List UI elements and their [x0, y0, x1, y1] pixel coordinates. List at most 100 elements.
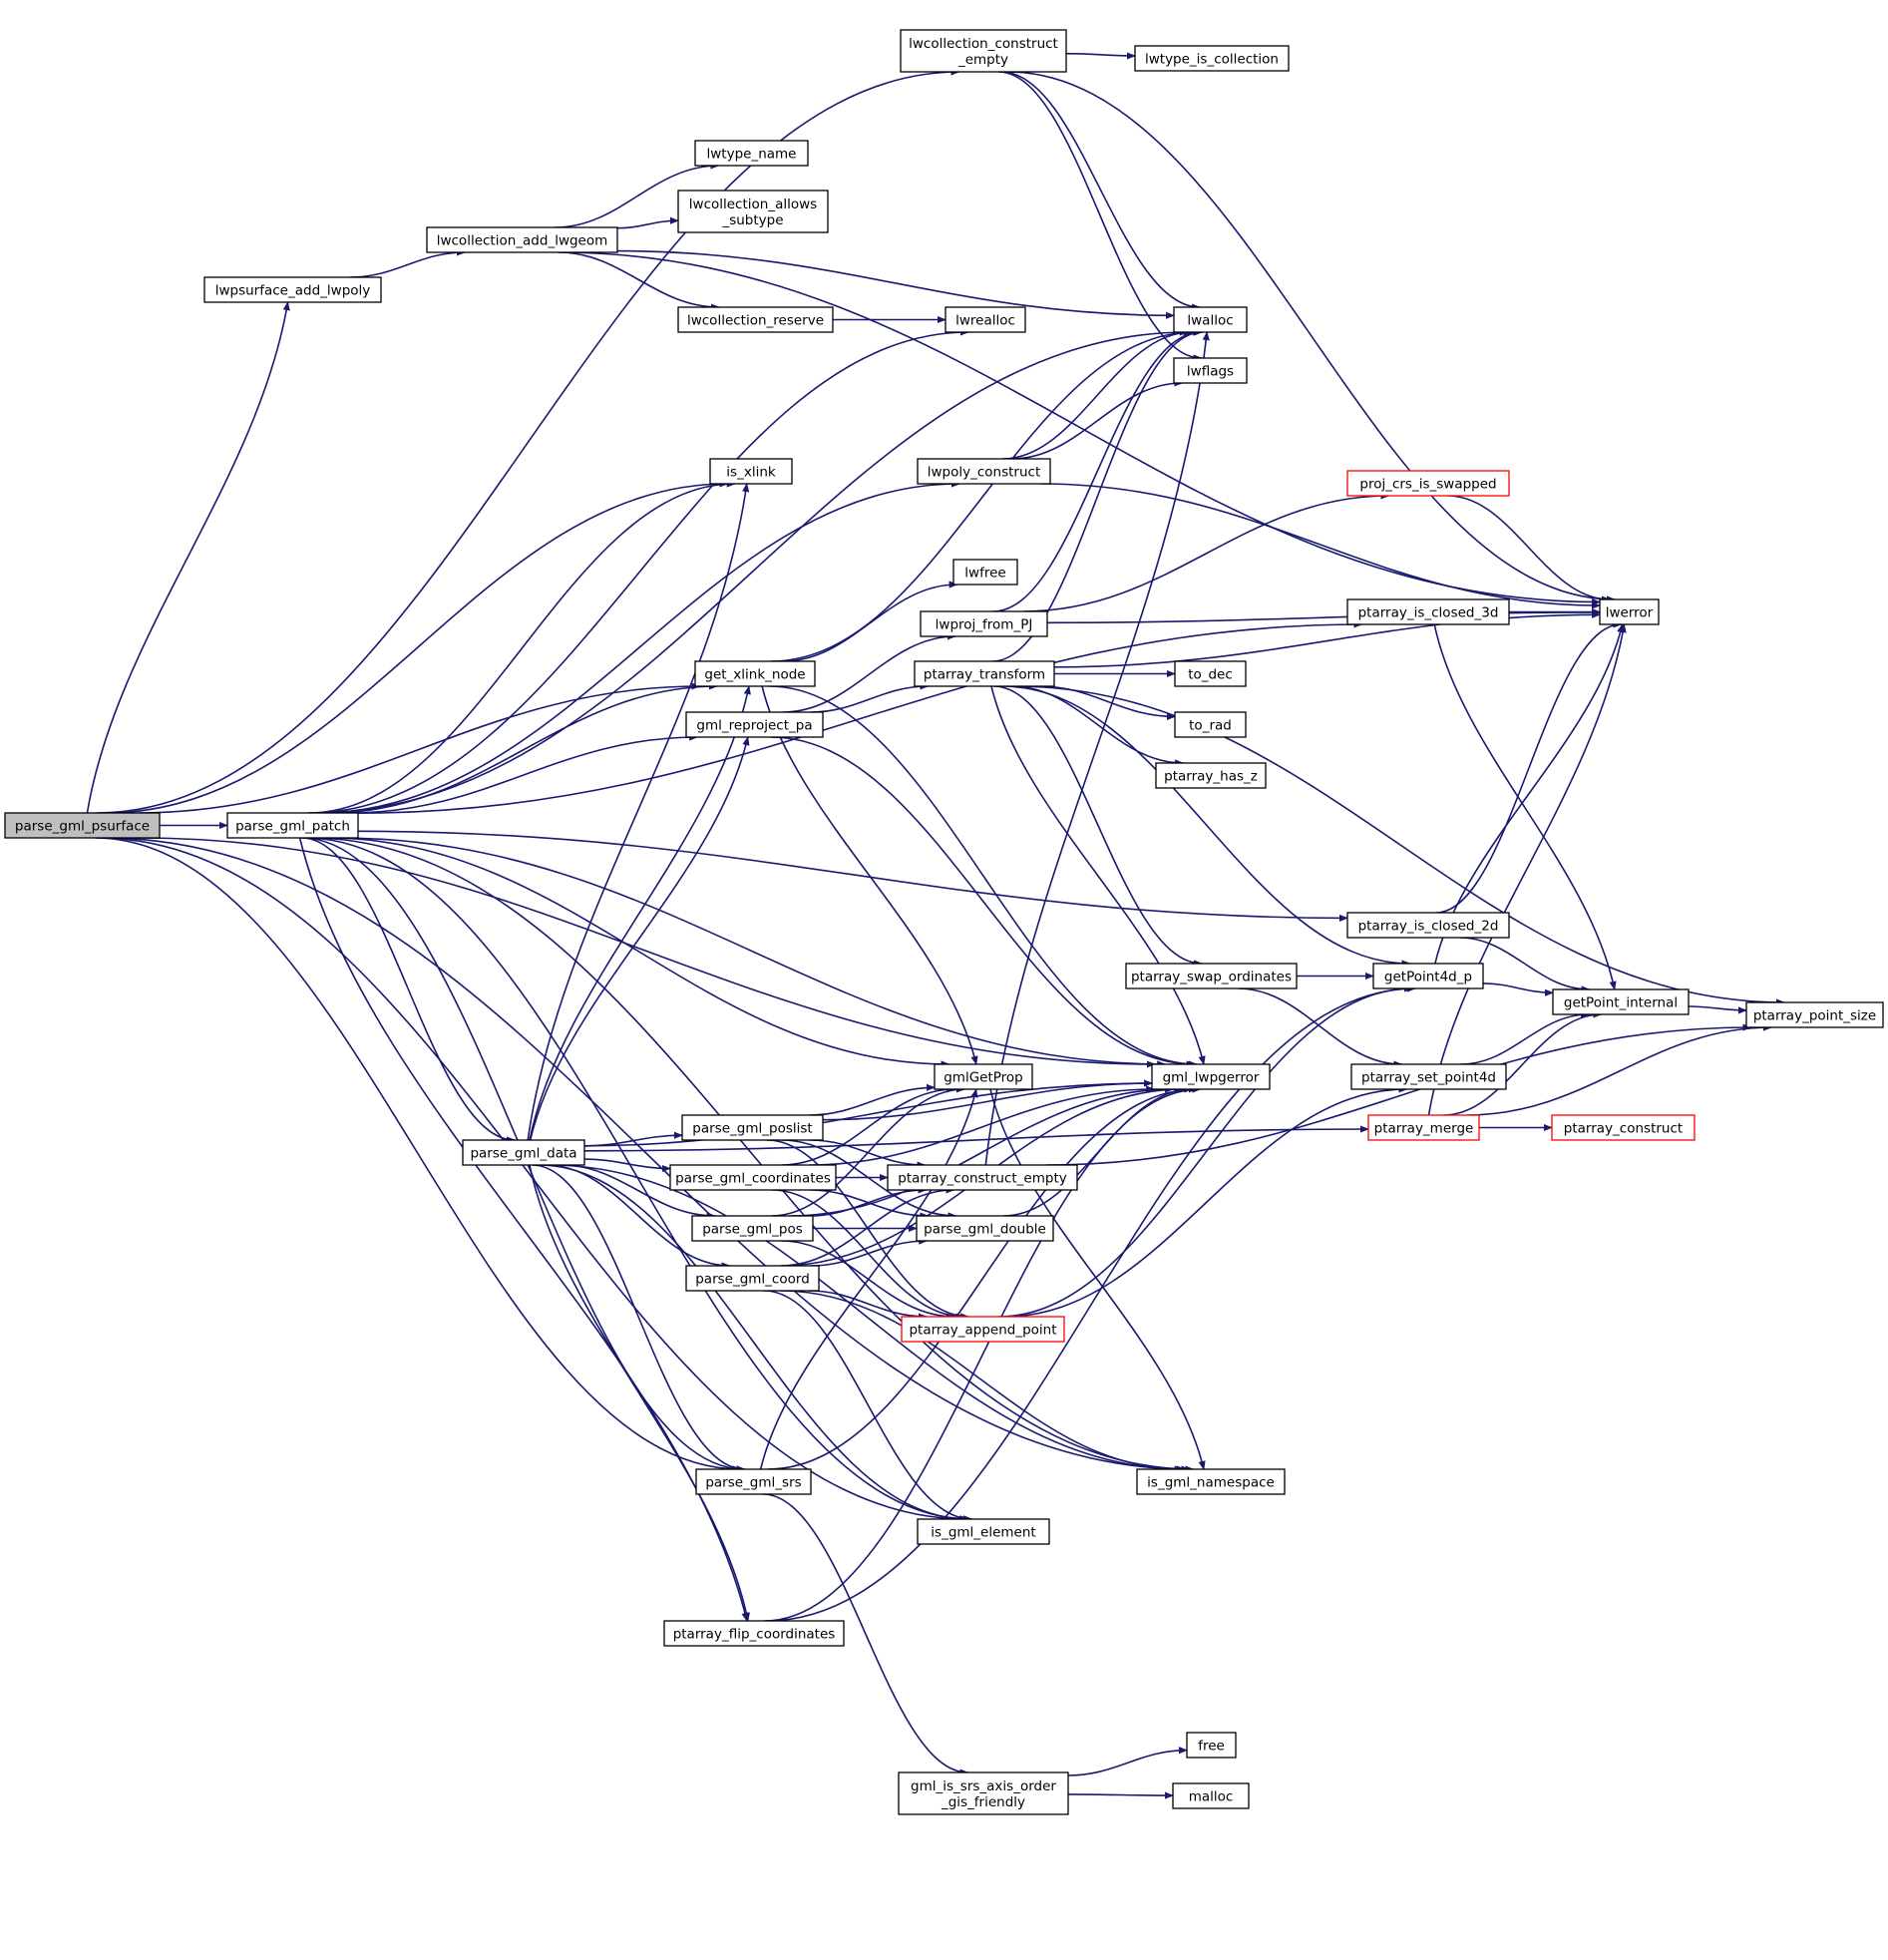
- edge-line: [790, 1085, 1175, 1217]
- node-parse-gml-double[interactable]: parse_gml_double: [916, 1215, 1054, 1242]
- edge-parse_gml_patch-to-lwalloc: [315, 328, 1189, 814]
- edge-parse_gml_patch-to-gml_reproject_pa: [349, 733, 699, 814]
- edge-ptarray_transform-to-getPoint4d_p: [1002, 685, 1411, 968]
- node-get-xlink-node[interactable]: get_xlink_node: [694, 660, 816, 687]
- node-lwtype-name[interactable]: lwtype_name: [694, 140, 809, 167]
- node-ptarray-transform[interactable]: ptarray_transform: [914, 660, 1055, 687]
- node-box: [1136, 1468, 1286, 1495]
- edge-ptarray_is_closed_3d-to-getPoint_internal: [1433, 623, 1617, 990]
- node-ptarray-is-closed-3d[interactable]: ptarray_is_closed_3d: [1346, 598, 1510, 625]
- node-box: [917, 458, 1051, 485]
- node-label: getPoint4d_p: [1384, 970, 1472, 985]
- node-ptarray-append-point[interactable]: ptarray_append_point: [901, 1316, 1065, 1343]
- edge-line: [1014, 685, 1785, 1006]
- edge-line: [781, 1240, 955, 1321]
- edge-line: [527, 483, 750, 1141]
- edge-line: [780, 1186, 955, 1267]
- node-lwflags[interactable]: lwflags: [1173, 357, 1248, 384]
- edge-parse_gml_patch-to-lwpoly_construct: [316, 480, 960, 814]
- edge-line: [990, 685, 1206, 1065]
- node-parse-gml-coordinates[interactable]: parse_gml_coordinates: [669, 1164, 837, 1191]
- node-label: lwpsurface_add_lwpoly: [215, 283, 371, 299]
- node-box: [952, 559, 1018, 586]
- edge-line: [529, 685, 751, 1141]
- edge-line: [1460, 1010, 1590, 1065]
- node-gml-is-srs-axis-order-gis-friendly[interactable]: gml_is_srs_axis_order_gis_friendly: [898, 1771, 1069, 1815]
- node-gmlGetProp[interactable]: gmlGetProp: [934, 1063, 1033, 1090]
- node-ptarray-swap-ordinates[interactable]: ptarray_swap_ordinates: [1125, 963, 1298, 989]
- node-label: lwflags: [1187, 364, 1234, 380]
- node-parse-gml-psurface[interactable]: parse_gml_psurface: [4, 812, 161, 839]
- node-lwcollection-reserve[interactable]: lwcollection_reserve: [677, 306, 834, 333]
- edge-line: [769, 685, 1198, 1068]
- edge-line: [1002, 328, 1193, 460]
- node-getPoint4d-p[interactable]: getPoint4d_p: [1372, 963, 1484, 989]
- edge-line: [782, 632, 956, 713]
- edge-line: [539, 1164, 969, 1523]
- node-lwcollection-construct-empty[interactable]: lwcollection_construct_empty: [900, 29, 1067, 73]
- node-lwpoly-construct[interactable]: lwpoly_construct: [917, 458, 1051, 485]
- edge-line: [349, 733, 699, 814]
- node-lwerror[interactable]: lwerror: [1599, 598, 1660, 625]
- node-parse-gml-coord[interactable]: parse_gml_coord: [685, 1265, 820, 1292]
- node-label: ptarray_has_z: [1164, 769, 1258, 785]
- node-lwpsurface-add-lwpoly[interactable]: lwpsurface_add_lwpoly: [203, 276, 382, 303]
- node-parse-gml-srs[interactable]: parse_gml_srs: [695, 1468, 812, 1495]
- edge-line: [1039, 685, 1176, 721]
- node-parse-gml-patch[interactable]: parse_gml_patch: [226, 812, 359, 839]
- edge-lwcollection_construct_empty-to-lwtype_is_collection: [1065, 52, 1136, 60]
- node-box: [1350, 1063, 1507, 1090]
- node-lwtype-is-collection[interactable]: lwtype_is_collection: [1134, 45, 1290, 72]
- node-lwfree[interactable]: lwfree: [952, 559, 1018, 586]
- node-box: [1174, 660, 1247, 687]
- node-box: [1551, 1114, 1696, 1141]
- node-box: [226, 812, 359, 839]
- node-ptarray-construct-empty[interactable]: ptarray_construct_empty: [887, 1164, 1078, 1191]
- edge-lwcollection_construct_empty-to-lwerror: [1007, 71, 1616, 603]
- node-lwcollection-add-lwgeom[interactable]: lwcollection_add_lwgeom: [426, 226, 618, 253]
- node-lwcollection-allows-subtype[interactable]: lwcollection_allows_subtype: [677, 190, 829, 233]
- node-free[interactable]: free: [1186, 1732, 1237, 1759]
- node-gml-reproject-pa[interactable]: gml_reproject_pa: [685, 711, 824, 738]
- node-ptarray-flip-coordinates[interactable]: ptarray_flip_coordinates: [663, 1620, 845, 1647]
- node-proj-crs-is-swapped[interactable]: proj_crs_is_swapped: [1346, 470, 1510, 497]
- node-lwrealloc[interactable]: lwrealloc: [944, 306, 1026, 333]
- node-is-gml-element[interactable]: is_gml_element: [917, 1518, 1050, 1545]
- node-label: ptarray_construct: [1564, 1121, 1683, 1137]
- node-getPoint-internal[interactable]: getPoint_internal: [1552, 988, 1690, 1015]
- node-lwproj-from-PJ[interactable]: lwproj_from_PJ: [920, 610, 1048, 637]
- edge-ptarray_transform-to-lwerror: [1053, 610, 1601, 668]
- node-ptarray-is-closed-2d[interactable]: ptarray_is_closed_2d: [1346, 912, 1510, 939]
- node-is-xlink[interactable]: is_xlink: [709, 458, 793, 485]
- node-is-gml-namespace[interactable]: is_gml_namespace: [1136, 1468, 1286, 1495]
- node-ptarray-merge[interactable]: ptarray_merge: [1367, 1114, 1480, 1141]
- node-ptarray-point-size[interactable]: ptarray_point_size: [1745, 1001, 1884, 1028]
- node-lwalloc[interactable]: lwalloc: [1173, 306, 1248, 333]
- edge-line: [349, 248, 466, 278]
- node-to-dec[interactable]: to_dec: [1174, 660, 1247, 687]
- edge-line: [1443, 1010, 1603, 1116]
- node-ptarray-construct[interactable]: ptarray_construct: [1551, 1114, 1696, 1141]
- node-label: parse_gml_data: [470, 1146, 576, 1162]
- node-parse-gml-pos[interactable]: parse_gml_pos: [691, 1215, 814, 1242]
- node-ptarray-has-z[interactable]: ptarray_has_z: [1155, 762, 1267, 789]
- edge-gmlGetProp-to-is_gml_namespace: [989, 1088, 1206, 1470]
- edge-line: [298, 837, 749, 1622]
- edge-line: [1011, 379, 1184, 460]
- edge-line: [1046, 608, 1601, 624]
- node-label: lwproj_from_PJ: [936, 617, 1033, 633]
- node-malloc[interactable]: malloc: [1172, 1782, 1250, 1809]
- edge-line: [989, 1088, 1206, 1470]
- node-box: [1745, 1001, 1884, 1028]
- node-box: [1155, 762, 1267, 789]
- node-parse-gml-data[interactable]: parse_gml_data: [462, 1139, 585, 1166]
- node-parse-gml-poslist[interactable]: parse_gml_poslist: [681, 1114, 824, 1141]
- edge-line: [316, 480, 960, 814]
- node-label: _subtype: [721, 212, 783, 228]
- edge-parse_gml_psurface-to-is_gml_namespace: [103, 837, 1191, 1473]
- node-gml-lwpgerror[interactable]: gml_lwpgerror: [1151, 1063, 1271, 1090]
- edge-line: [529, 1164, 750, 1622]
- node-to-rad[interactable]: to_rad: [1174, 711, 1247, 738]
- edge-parse_gml_poslist-to-gmlGetProp: [809, 1083, 936, 1116]
- node-ptarray-set-point4d[interactable]: ptarray_set_point4d: [1350, 1063, 1507, 1090]
